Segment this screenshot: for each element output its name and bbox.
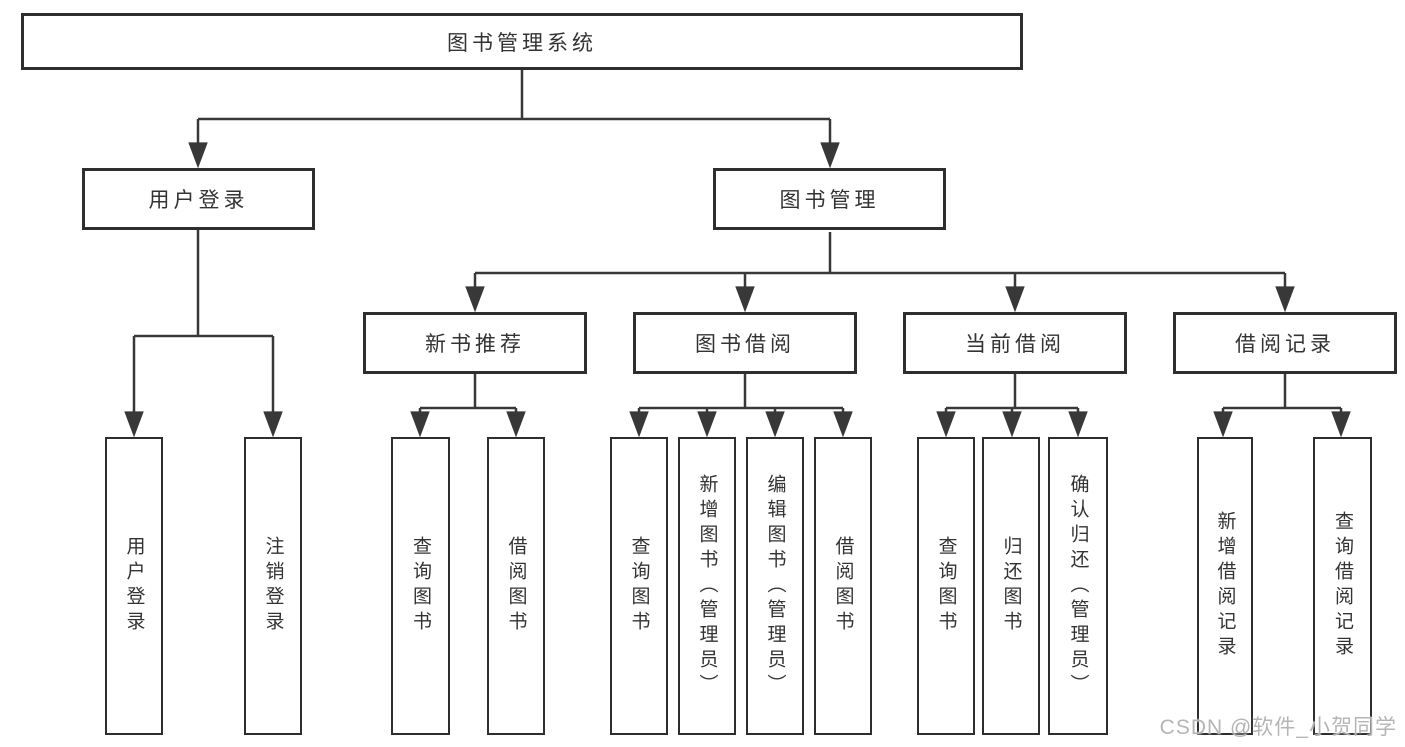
leaf-edit-book-admin: 编辑图书（管理员） <box>746 437 804 735</box>
node-current-borrowing: 当前借阅 <box>903 312 1127 374</box>
leaf-add-book-admin: 新增图书（管理员） <box>678 437 736 735</box>
leaf-query-borrow-record: 查询借阅记录 <box>1313 437 1372 735</box>
leaf-query-books-recommend: 查询图书 <box>391 437 450 735</box>
leaf-return-books: 归还图书 <box>982 437 1040 735</box>
leaf-logout: 注销登录 <box>244 437 302 735</box>
leaf-confirm-return-admin: 确认归还（管理员） <box>1048 437 1108 735</box>
node-book-borrowing: 图书借阅 <box>633 312 857 374</box>
leaf-borrow-books-borrowing: 借阅图书 <box>814 437 872 735</box>
node-user-login: 用户登录 <box>82 168 315 230</box>
leaf-query-books-current: 查询图书 <box>917 437 975 735</box>
leaf-borrow-books-recommend: 借阅图书 <box>487 437 545 735</box>
node-new-book-recommend: 新书推荐 <box>363 312 587 374</box>
csdn-watermark: CSDN @软件_小贺同学 <box>1159 716 1397 739</box>
node-borrow-records: 借阅记录 <box>1173 312 1397 374</box>
leaf-add-borrow-record: 新增借阅记录 <box>1197 437 1253 735</box>
node-library-management-system: 图书管理系统 <box>21 13 1023 70</box>
leaf-user-login: 用户登录 <box>105 437 163 735</box>
leaf-query-books-borrowing: 查询图书 <box>610 437 668 735</box>
node-book-management: 图书管理 <box>713 168 946 230</box>
